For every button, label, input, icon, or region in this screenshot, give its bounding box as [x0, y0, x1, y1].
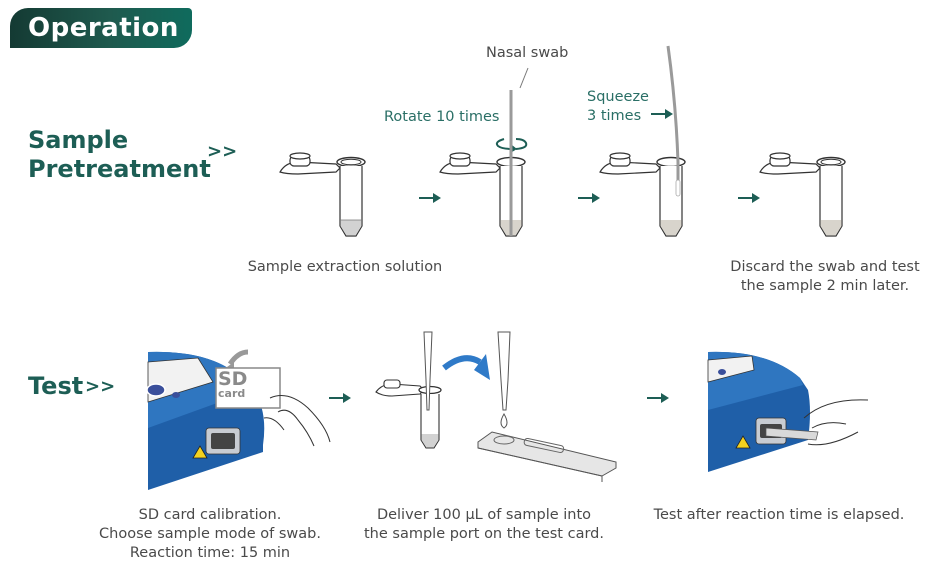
arrow-right-icon: [647, 393, 669, 403]
tube-step4-icon: [759, 152, 846, 237]
device-insert-card-icon: [707, 351, 869, 472]
header-title: Operation: [10, 8, 192, 48]
squeeze-label-line1: Squeeze: [587, 89, 649, 105]
pretreatment-title-line1: Sample: [28, 126, 129, 154]
test-step1-caption-line1: SD card calibration.: [138, 507, 282, 523]
test-card-icon: [477, 331, 617, 482]
tube-squeeze-icon: [599, 45, 686, 237]
pretreatment-title: Sample Pretreatment: [28, 126, 211, 184]
test-step2-caption-line1: Deliver 100 µL of sample into: [376, 507, 592, 523]
label-pointer-line: [519, 67, 529, 89]
rotate-label: Rotate 10 times: [384, 109, 500, 125]
step4-caption-line1: Discard the swab and test: [730, 259, 920, 275]
test-title: Test: [28, 372, 84, 400]
step4-caption-line2: the sample 2 min later.: [740, 278, 910, 294]
test-step2-caption: Deliver 100 µL of sample into the sample…: [354, 506, 614, 544]
test-chevron: >>: [85, 376, 116, 397]
test-step3-caption: Test after reaction time is elapsed.: [653, 507, 905, 523]
arrow-right-icon: [651, 109, 673, 119]
arrow-right-icon: [738, 193, 760, 203]
pretreatment-chevron: >>: [207, 141, 238, 162]
device-sd-card-icon: [146, 349, 331, 490]
tube-with-swab-icon: [439, 90, 526, 237]
test-step1-caption: SD card calibration. Choose sample mode …: [70, 506, 350, 563]
tube-step1-icon: [279, 152, 366, 237]
step4-caption: Discard the swab and test the sample 2 m…: [716, 258, 934, 296]
squeeze-label: Squeeze 3 times: [587, 88, 649, 126]
arrow-right-icon: [329, 393, 351, 403]
nasal-swab-label: Nasal swab: [486, 45, 569, 61]
arrow-right-icon: [419, 193, 441, 203]
arrow-right-icon: [578, 193, 600, 203]
sd-card-label-line2: card: [218, 387, 246, 400]
sd-card-label-line1: SD: [218, 368, 248, 390]
test-step1-caption-line3: Reaction time: 15 min: [129, 545, 291, 561]
sd-card-label: SD card: [218, 368, 248, 400]
transfer-arrow-icon: [442, 354, 490, 380]
pipette-tube-icon: [375, 331, 442, 449]
test-step1-caption-line2: Choose sample mode of swab.: [99, 526, 321, 542]
rotate-arrow-icon: [495, 138, 528, 152]
squeeze-label-line2: 3 times: [587, 108, 642, 124]
pretreatment-title-line2: Pretreatment: [28, 155, 211, 183]
test-step2-caption-line2: the sample port on the test card.: [364, 526, 604, 542]
step1-caption: Sample extraction solution: [247, 259, 443, 275]
tube-cap-icon: [279, 152, 341, 175]
